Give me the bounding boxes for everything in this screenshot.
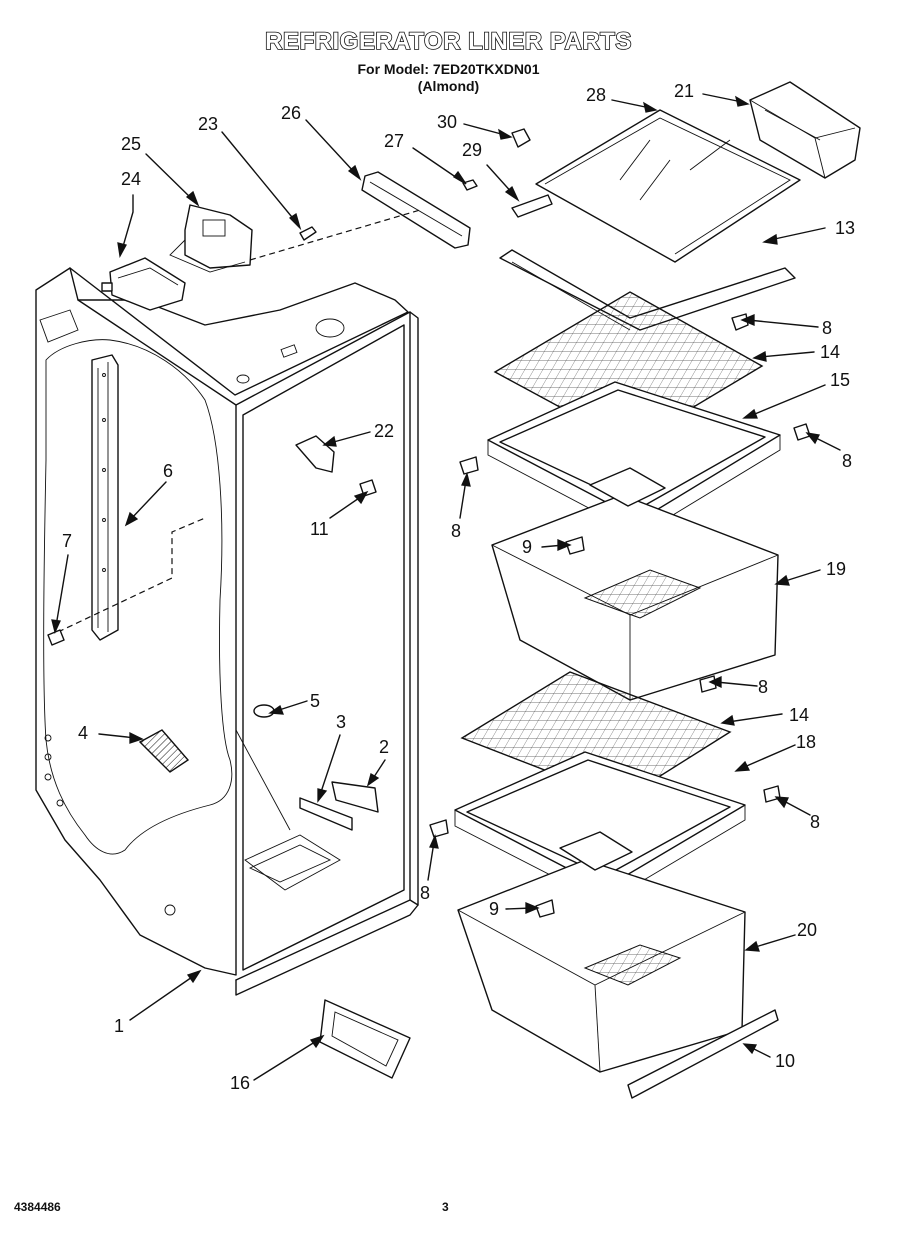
callout-8: 8 — [451, 521, 462, 541]
callout-22: 22 — [374, 421, 395, 441]
glass-shelf — [499, 109, 801, 331]
callout-8: 8 — [842, 451, 853, 471]
callout-16: 16 — [230, 1073, 251, 1093]
callout-18: 18 — [796, 732, 817, 752]
screw — [359, 479, 377, 497]
callout-23: 23 — [198, 114, 219, 134]
shelf-support — [731, 313, 749, 331]
callout-4: 4 — [78, 723, 89, 743]
screw — [47, 629, 65, 646]
callout-21: 21 — [674, 81, 695, 101]
grommet — [253, 704, 275, 718]
callout-1: 1 — [114, 1016, 125, 1036]
document-number: 4384486 — [14, 1200, 61, 1214]
callout-15: 15 — [830, 370, 851, 390]
switch-plate — [331, 781, 379, 813]
callout-30: 30 — [437, 112, 458, 132]
callout-27: 27 — [384, 131, 405, 151]
callout-8: 8 — [420, 883, 431, 903]
crisper-drawer-upper — [491, 467, 779, 701]
drawer-slide — [565, 536, 585, 555]
light-lens-frame — [319, 999, 411, 1079]
callout-26: 26 — [281, 103, 302, 123]
screw — [299, 226, 317, 241]
page-number: 3 — [442, 1200, 449, 1214]
callout-13: 13 — [835, 218, 856, 238]
liner-cabinet — [35, 267, 419, 996]
shelf-support — [429, 819, 449, 838]
callout-14: 14 — [820, 342, 841, 362]
callout-8: 8 — [810, 812, 821, 832]
door-bin — [749, 81, 861, 179]
trim-strip — [627, 1009, 779, 1099]
callout-20: 20 — [797, 920, 818, 940]
color-subtitle: (Almond) — [417, 78, 480, 94]
callout-5: 5 — [310, 691, 321, 711]
callout-9: 9 — [522, 537, 533, 557]
callout-8: 8 — [758, 677, 769, 697]
shelf-end-cap — [511, 194, 553, 218]
trim-bar — [361, 171, 478, 249]
shelf-support — [699, 675, 717, 693]
callout-2: 2 — [379, 737, 390, 757]
callout-11: 11 — [310, 519, 329, 539]
clip — [511, 128, 531, 148]
crisper-drawer-lower — [457, 831, 746, 1073]
callout-14: 14 — [789, 705, 810, 725]
drawer-slide — [535, 899, 555, 918]
callout-8: 8 — [822, 318, 833, 338]
callout-24: 24 — [121, 169, 142, 189]
callout-29: 29 — [462, 140, 483, 160]
callout-25: 25 — [121, 134, 142, 154]
callout-19: 19 — [826, 559, 847, 579]
callout-9: 9 — [489, 899, 500, 919]
callout-10: 10 — [775, 1051, 796, 1071]
callout-6: 6 — [163, 461, 174, 481]
control-housing — [101, 204, 253, 311]
callout-3: 3 — [336, 712, 347, 732]
shelf-support — [459, 456, 479, 475]
crisper-cover-frame — [487, 381, 781, 536]
leader-lines — [51, 93, 841, 1081]
page-title: REFRIGERATOR LINER PARTS — [264, 27, 632, 56]
shelf-rail — [91, 354, 119, 641]
model-subtitle: For Model: 7ED20TKXDN01 — [357, 61, 540, 77]
shelf-support — [793, 423, 811, 441]
callout-7: 7 — [62, 531, 73, 551]
vent-grille — [138, 729, 190, 773]
bracket — [299, 797, 353, 831]
callout-28: 28 — [586, 85, 607, 105]
